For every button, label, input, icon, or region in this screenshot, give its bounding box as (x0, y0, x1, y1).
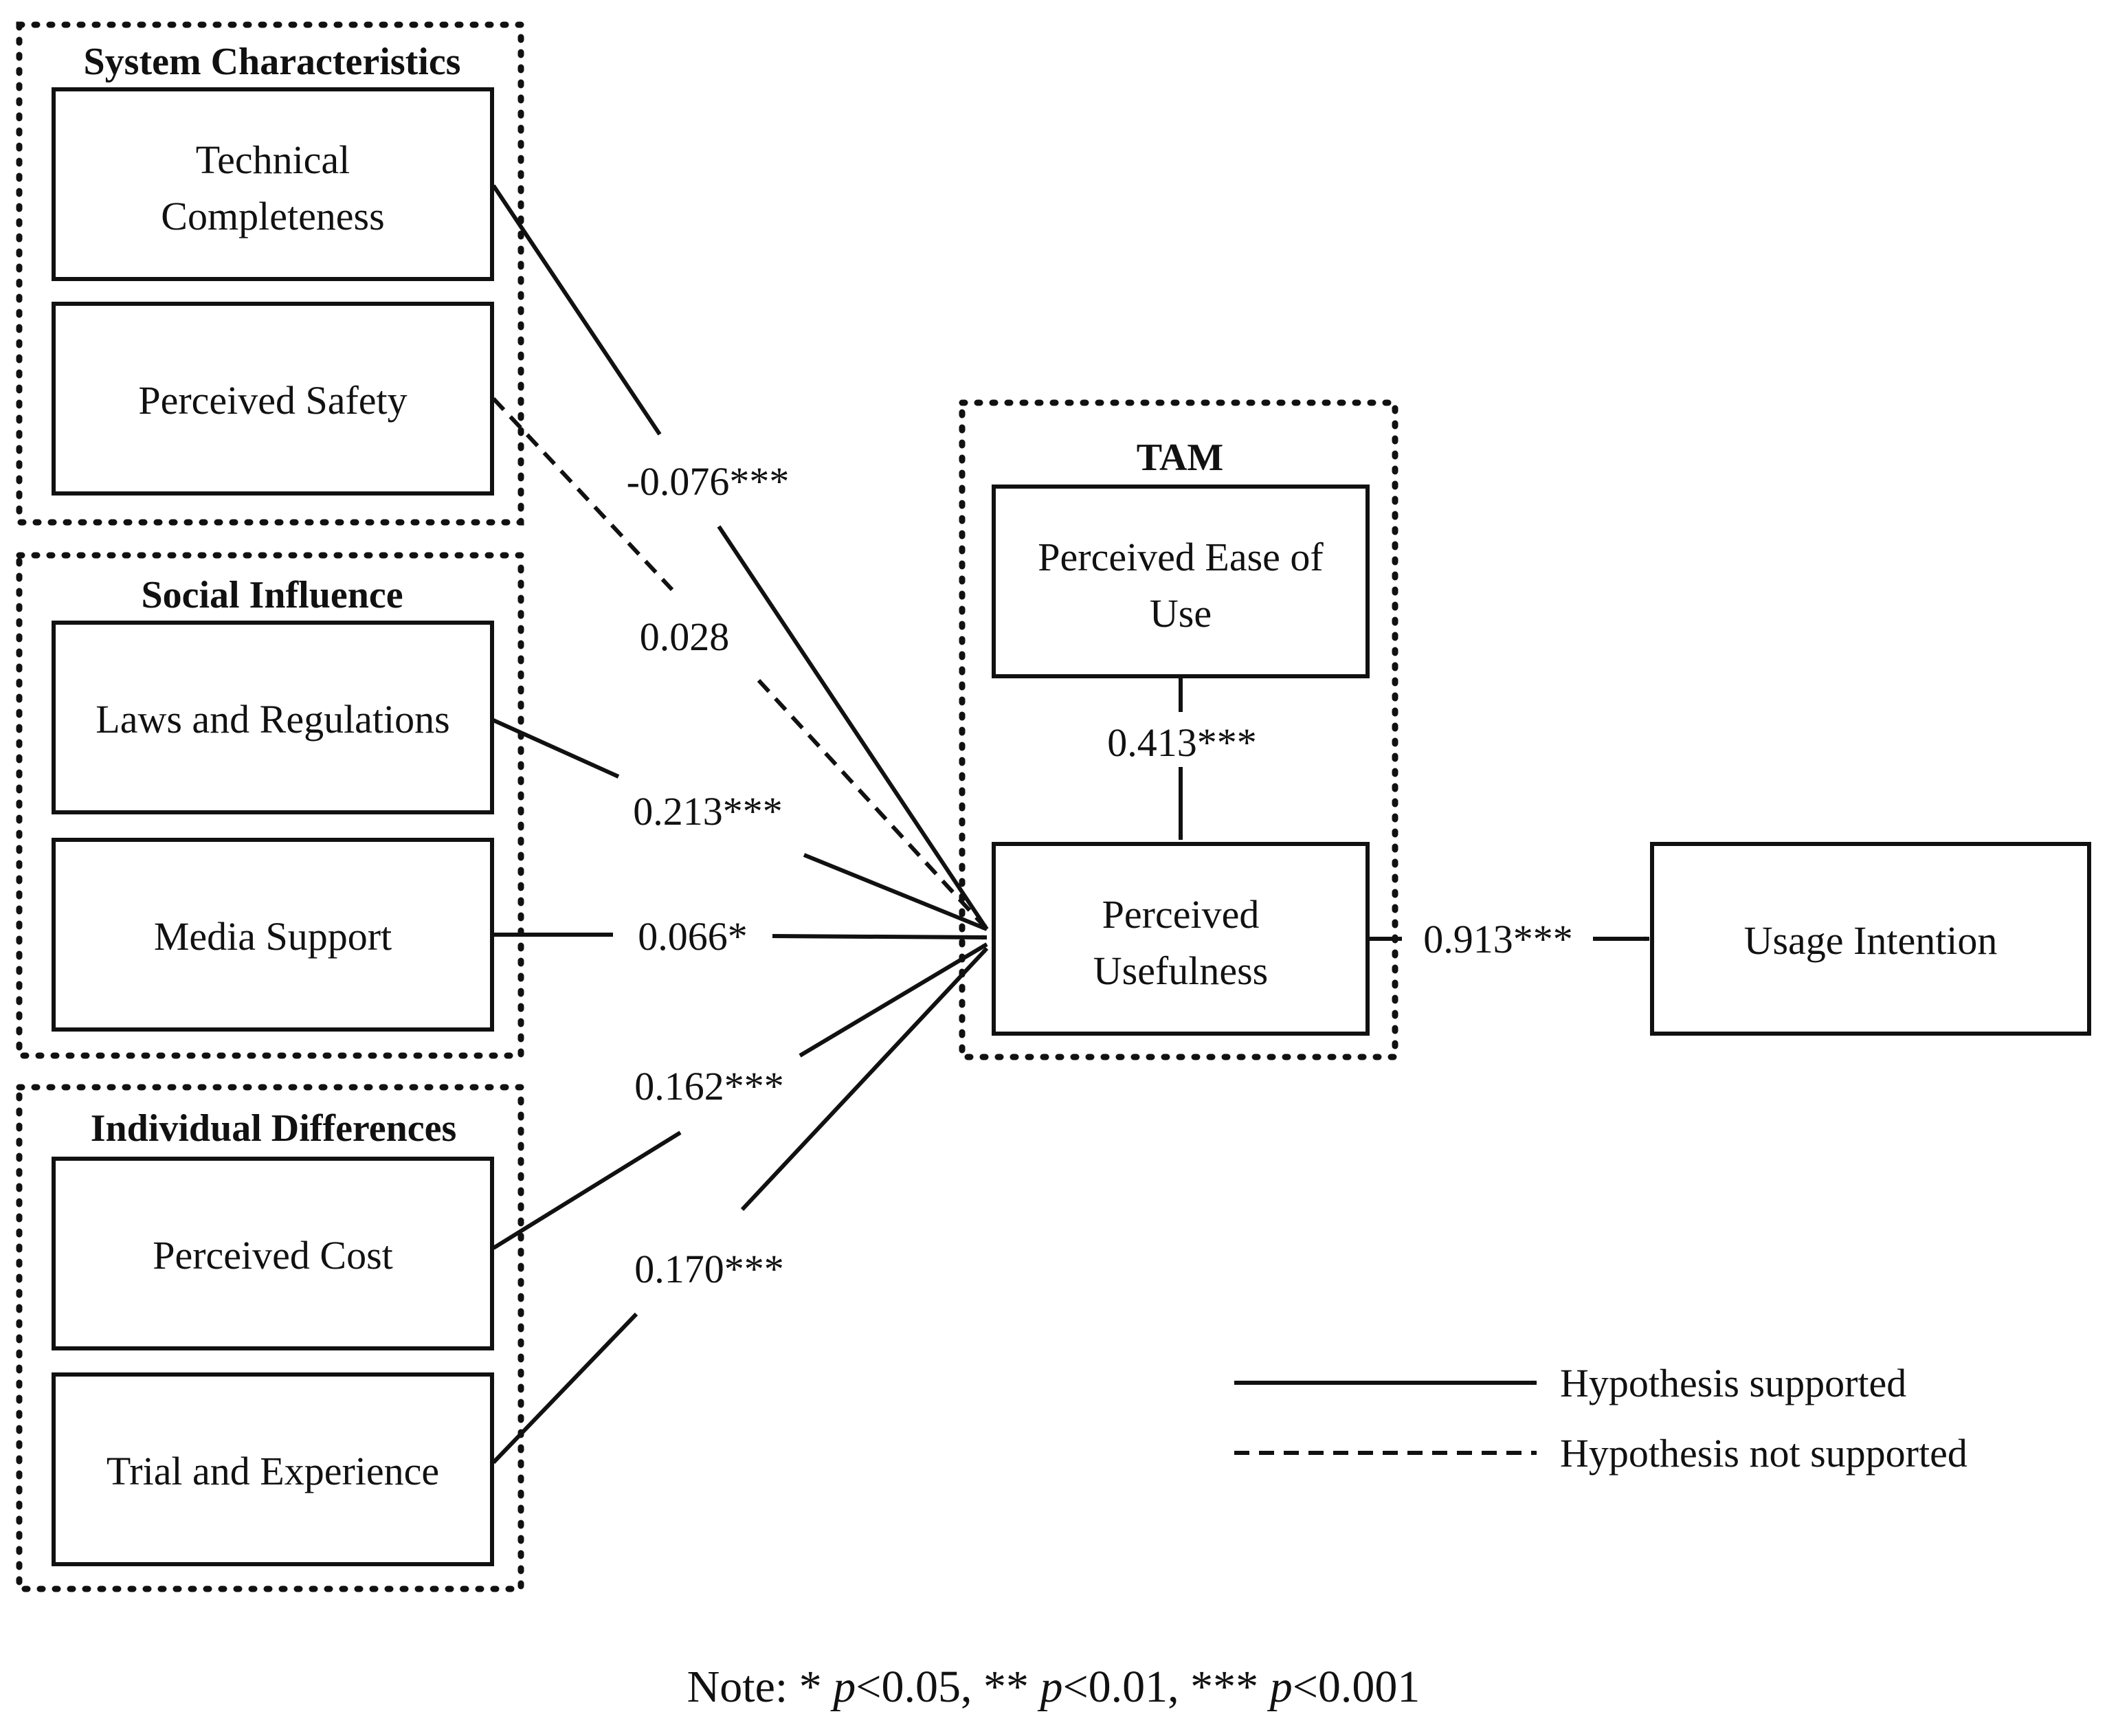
perceived-cost-label: Perceived Cost (153, 1233, 393, 1278)
path-trial-and-experience (491, 946, 989, 1465)
note-value-3: <0.001 (1293, 1662, 1420, 1712)
note-p-symbol-2: p (1037, 1662, 1062, 1712)
legend: Hypothesis supported Hypothesis not supp… (1234, 1361, 1967, 1476)
path-technical-completeness (491, 184, 989, 931)
perceived-safety-label: Perceived Safety (138, 378, 407, 423)
trial-and-experience-box (52, 1372, 494, 1566)
individual-differences-group (16, 1084, 524, 1592)
coef-perceived-cost: 0.162*** (634, 1064, 784, 1109)
path-media-support (493, 933, 988, 940)
coef-technical-completeness: -0.076*** (627, 459, 790, 504)
perceived-usefulness-label-line1: Perceived (1102, 892, 1260, 937)
technical-completeness-label-line2: Completeness (161, 194, 384, 238)
perceived-usefulness-box (992, 842, 1370, 1036)
path-laws-and-regulations (492, 718, 988, 931)
coef-laws-and-regulations: 0.213*** (633, 789, 783, 834)
coef-ease-to-usefulness: 0.413*** (1107, 720, 1257, 765)
coef-media-support: 0.066* (638, 914, 748, 959)
note-value-1: <0.05, ** (856, 1662, 1040, 1712)
note-prefix: Note: * (687, 1662, 834, 1712)
individual-differences-title: Individual Differences (91, 1107, 457, 1150)
coef-usefulness-to-intention: 0.913*** (1423, 917, 1573, 961)
perceived-ease-of-use-label-line1: Perceived Ease of (1038, 535, 1324, 579)
perceived-ease-of-use-label-line2: Use (1150, 591, 1212, 636)
note-value-2: <0.01, *** (1062, 1662, 1269, 1712)
tam-group (959, 399, 1398, 1060)
social-influence-title: Social Influence (141, 574, 403, 616)
perceived-cost-box (52, 1157, 494, 1350)
laws-and-regulations-box (52, 621, 494, 814)
perceived-safety-box (52, 302, 494, 496)
legend-not-supported-label: Hypothesis not supported (1560, 1431, 1967, 1476)
coef-trial-and-experience: 0.170*** (634, 1247, 784, 1291)
technical-completeness-box (52, 87, 494, 281)
system-characteristics-title: System Characteristics (84, 41, 461, 83)
tam-title: TAM (1137, 436, 1224, 479)
significance-note: Note: * p<0.05, ** p<0.01, *** p<0.001 (687, 1662, 1420, 1712)
laws-and-regulations-label: Laws and Regulations (96, 697, 449, 742)
media-support-box (52, 838, 494, 1032)
legend-supported-label: Hypothesis supported (1560, 1361, 1906, 1405)
media-support-label: Media Support (154, 914, 392, 959)
path-perceived-safety (491, 397, 989, 931)
path-perceived-cost (492, 942, 988, 1250)
trial-and-experience-label: Trial and Experience (107, 1449, 439, 1493)
note-p-symbol-1: p (830, 1662, 856, 1712)
technical-completeness-label-line1: Technical (196, 137, 350, 182)
perceived-usefulness-label-line2: Usefulness (1093, 948, 1269, 993)
note-p-symbol-3: p (1267, 1662, 1293, 1712)
usage-intention-box (1650, 842, 2091, 1036)
coef-perceived-safety: 0.028 (640, 614, 730, 659)
usage-intention-label: Usage Intention (1744, 918, 1998, 963)
perceived-ease-of-use-box (992, 485, 1370, 678)
social-influence-group (16, 552, 524, 1059)
